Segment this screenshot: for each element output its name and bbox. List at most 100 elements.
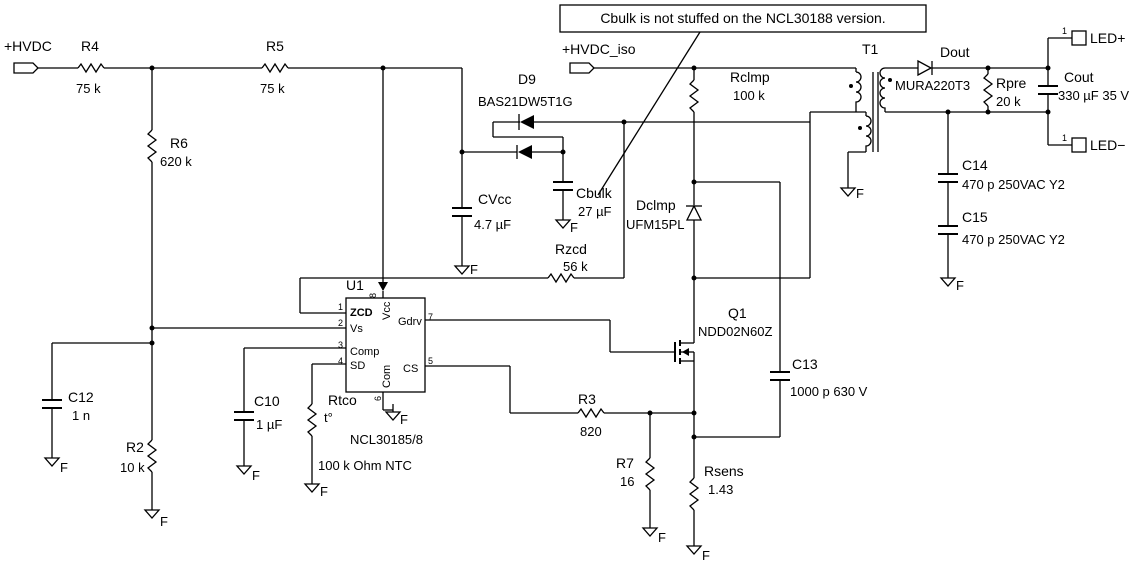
u1-pin-cs: CS	[403, 363, 418, 375]
rtco-symbol: t°	[324, 410, 333, 425]
u1-pin-sd: SD	[350, 360, 365, 372]
rsens-value: 1.43	[708, 482, 733, 497]
dout-ref: Dout	[940, 44, 970, 60]
cbulk-ref: Cbulk	[576, 185, 613, 201]
r5-value: 75 k	[260, 81, 285, 96]
led-minus-label: LED−	[1090, 137, 1125, 153]
q1-part: NDD02N60Z	[698, 324, 772, 339]
u1-pin5-num: 5	[428, 356, 433, 366]
capacitor-cout: Cout 330 µF 35 V	[1038, 69, 1129, 103]
gnd-label-r2: F	[160, 514, 168, 529]
u1-pin1-num: 1	[338, 302, 343, 312]
c12-value: 1 n	[72, 408, 90, 423]
u1-pin2-num: 2	[338, 318, 343, 328]
diode-dout: Dout MURA220T3	[895, 44, 970, 93]
r4-ref: R4	[81, 38, 99, 54]
connector-led-minus: 1 LED−	[1048, 133, 1125, 153]
d9-ref: D9	[518, 71, 536, 87]
r2-value: 10 k	[120, 460, 145, 475]
t1-ref: T1	[862, 41, 879, 57]
led-plus-label: LED+	[1090, 30, 1125, 46]
c13-value: 1000 p 630 V	[790, 384, 868, 399]
c14-ref: C14	[962, 157, 988, 173]
capacitor-c14: C14 470 p 250VAC Y2	[938, 157, 1065, 192]
u1-pin-vcc: Vcc	[381, 301, 393, 320]
resistor-rclmp: Rclmp 100 k	[688, 69, 770, 113]
resistor-r2: R2 10 k	[120, 439, 158, 475]
note-text: Cbulk is not stuffed on the NCL30188 ver…	[600, 10, 885, 26]
u1-pin-zcd: ZCD	[350, 307, 373, 319]
cbulk-value: 27 µF	[578, 204, 612, 219]
gnd-label-u1: F	[400, 412, 408, 427]
connector-led-plus: 1 LED+	[1048, 26, 1125, 46]
led-plus-pin: 1	[1062, 26, 1067, 36]
c10-ref: C10	[254, 393, 280, 409]
u1-pin3-num: 3	[338, 340, 343, 350]
resistor-r5: R5 75 k	[260, 38, 289, 96]
r6-ref: R6	[170, 135, 188, 151]
c12-ref: C12	[68, 389, 94, 405]
capacitor-c15: C15 470 p 250VAC Y2	[938, 209, 1065, 247]
gnd-label-cbulk: F	[570, 220, 578, 235]
dout-part: MURA220T3	[895, 78, 970, 93]
note-callout: Cbulk is not stuffed on the NCL30188 ver…	[559, 4, 927, 196]
u1-pin7-num: 7	[428, 312, 433, 322]
rtco-value: 100 k Ohm NTC	[318, 458, 412, 473]
ic-u1: U1 NCL30185/8 1 2 3 4 5 6 7 8 ZCD Vs Com…	[338, 277, 433, 447]
gnd-label-c12: F	[60, 460, 68, 475]
rsens-ref: Rsens	[704, 463, 744, 479]
capacitor-c10: C10 1 µF	[234, 393, 282, 432]
rzcd-value: 56 k	[563, 259, 588, 274]
dclmp-ref: Dclmp	[636, 197, 676, 213]
rzcd-ref: Rzcd	[555, 241, 587, 257]
c13-ref: C13	[792, 356, 818, 372]
c10-value: 1 µF	[256, 417, 282, 432]
dclmp-part: UFM15PL	[626, 217, 685, 232]
resistor-r6: R6 620 k	[146, 129, 192, 169]
r6-value: 620 k	[160, 154, 192, 169]
r3-value: 820	[580, 424, 602, 439]
r2-ref: R2	[126, 439, 144, 455]
gnd-label-rsens: F	[702, 548, 710, 563]
cvcc-ref: CVcc	[478, 191, 511, 207]
r5-ref: R5	[266, 38, 284, 54]
gnd-label-c15: F	[956, 278, 964, 293]
u1-pin6-num: 6	[373, 396, 383, 401]
capacitor-c12: C12 1 n	[42, 389, 94, 423]
capacitor-cvcc: CVcc 4.7 µF	[452, 191, 511, 232]
gnd-label-t1: F	[856, 186, 864, 201]
q1-ref: Q1	[728, 305, 747, 321]
gnd-label-rtco: F	[320, 484, 328, 499]
transformer-t1: T1	[810, 41, 892, 153]
r3-ref: R3	[578, 391, 596, 407]
c14-value: 470 p 250VAC Y2	[962, 177, 1065, 192]
r7-value: 16	[620, 474, 634, 489]
capacitor-cbulk: Cbulk 27 µF	[553, 181, 613, 219]
resistor-rpre: Rpre 20 k	[982, 73, 1027, 109]
hvdc-input-port: +HVDC	[4, 38, 52, 74]
hvdc-iso-net-label: +HVDC_iso	[562, 41, 636, 57]
resistor-rzcd: Rzcd 56 k	[547, 241, 588, 284]
rpre-ref: Rpre	[996, 75, 1027, 91]
gnd-label-r7: F	[658, 530, 666, 545]
c15-value: 470 p 250VAC Y2	[962, 232, 1065, 247]
capacitor-c13: C13 1000 p 630 V	[770, 356, 868, 399]
u1-pin8-num: 8	[368, 293, 378, 298]
resistor-r3: R3 820	[577, 391, 605, 439]
hvdc-net-label: +HVDC	[4, 38, 52, 54]
led-minus-pin: 1	[1062, 133, 1067, 143]
rclmp-ref: Rclmp	[730, 69, 770, 85]
diode-dclmp: Dclmp UFM15PL	[626, 197, 703, 232]
rpre-value: 20 k	[996, 94, 1021, 109]
resistor-r7: R7 16	[616, 455, 656, 491]
rtco-ref: Rtco	[328, 392, 357, 408]
resistor-rsens: Rsens 1.43	[688, 463, 744, 511]
hvdc-iso-port: +HVDC_iso	[562, 41, 636, 74]
resistor-r4: R4 75 k	[76, 38, 105, 96]
u1-pin4-num: 4	[338, 356, 343, 366]
u1-pin-gdrv: Gdrv	[398, 316, 422, 328]
u1-pin-vs: Vs	[350, 323, 363, 335]
u1-part: NCL30185/8	[350, 432, 423, 447]
mosfet-q1: Q1 NDD02N60Z	[674, 305, 772, 364]
